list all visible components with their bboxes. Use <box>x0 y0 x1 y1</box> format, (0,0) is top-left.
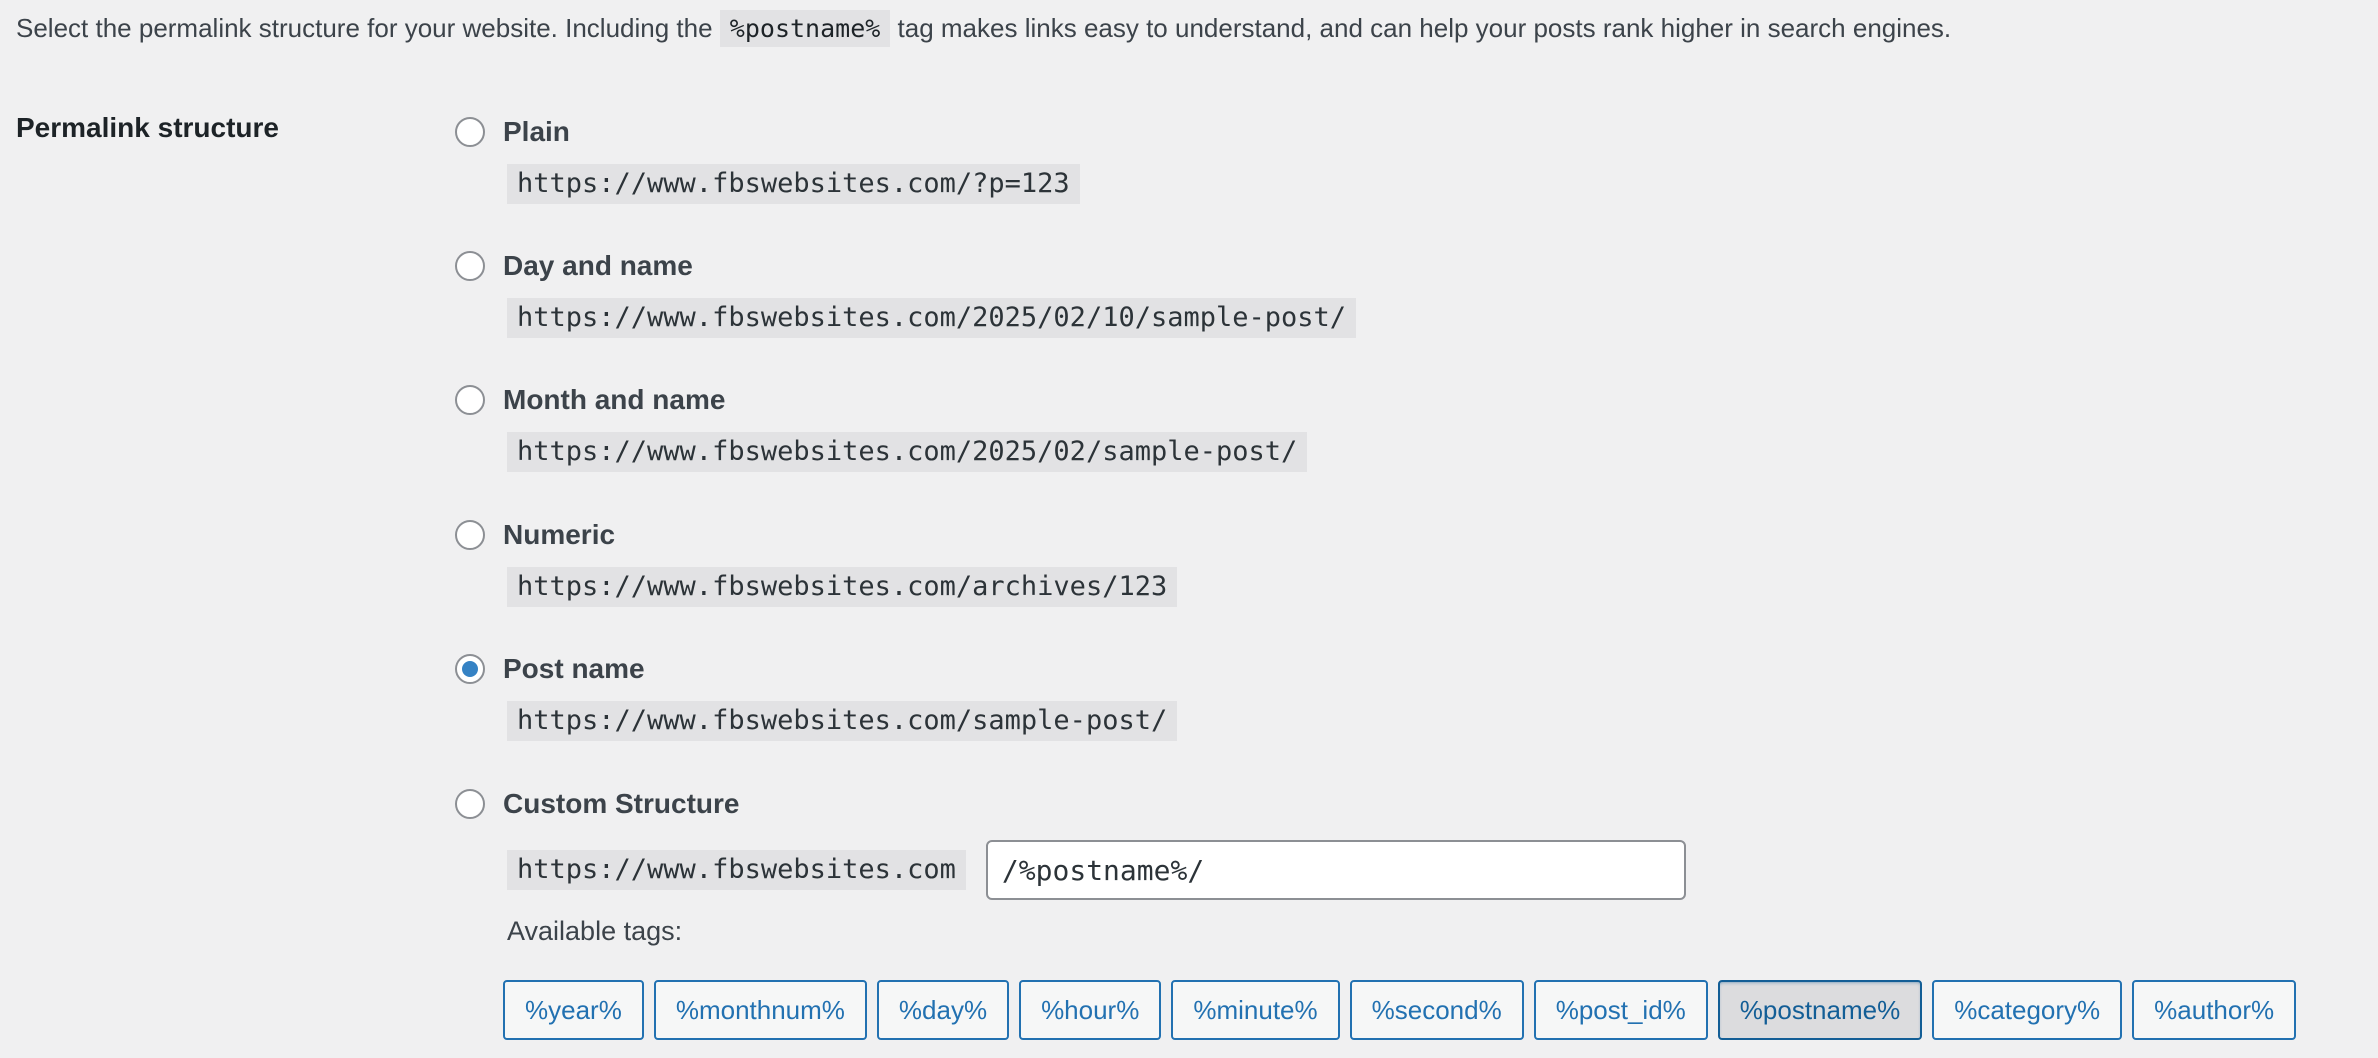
example-url-day-and-name: https://www.fbswebsites.com/2025/02/10/s… <box>507 298 1357 338</box>
option-month-and-name: Month and name https://www.fbswebsites.c… <box>455 380 1308 472</box>
option-day-and-name: Day and name https://www.fbswebsites.com… <box>455 246 1357 338</box>
tag-button-post-id[interactable]: %post_id% <box>1533 980 1708 1040</box>
custom-base-url: https://www.fbswebsites.com <box>507 850 966 890</box>
option-day-and-name-row[interactable]: Day and name <box>455 246 1356 286</box>
tag-button-category[interactable]: %category% <box>1932 980 2123 1040</box>
available-tags-label: Available tags: <box>507 916 683 946</box>
radio-post-name[interactable] <box>455 654 485 684</box>
option-month-and-name-row[interactable]: Month and name <box>455 380 1307 420</box>
tag-button-author[interactable]: %author% <box>2132 980 2297 1040</box>
option-post-name-row[interactable]: Post name <box>455 649 1177 689</box>
option-custom-structure-row[interactable]: Custom Structure <box>455 784 739 824</box>
tag-button-hour[interactable]: %hour% <box>1019 980 1162 1040</box>
tag-button-postname[interactable]: %postname% <box>1717 980 1923 1040</box>
intro-text: Select the permalink structure for your … <box>16 10 1951 47</box>
option-plain-row[interactable]: Plain <box>455 112 1080 152</box>
option-day-and-name-label: Day and name <box>503 250 693 281</box>
option-custom-structure-label: Custom Structure <box>503 788 740 819</box>
option-plain-label: Plain <box>503 116 570 147</box>
radio-day-and-name[interactable] <box>455 251 485 281</box>
intro-tag-code: %postname% <box>719 10 891 47</box>
custom-structure-input[interactable] <box>985 840 1686 900</box>
tag-button-monthnum[interactable]: %monthnum% <box>653 980 867 1040</box>
tag-button-year[interactable]: %year% <box>503 980 644 1040</box>
option-plain: Plain https://www.fbswebsites.com/?p=123 <box>455 112 1080 204</box>
option-numeric: Numeric https://www.fbswebsites.com/arch… <box>455 515 1178 607</box>
radio-month-and-name[interactable] <box>455 385 485 415</box>
permalink-structure-label: Permalink structure <box>16 112 279 143</box>
option-month-and-name-label: Month and name <box>503 384 726 415</box>
tag-button-second[interactable]: %second% <box>1349 980 1524 1040</box>
radio-plain[interactable] <box>455 117 485 147</box>
option-post-name-label: Post name <box>503 653 645 684</box>
option-numeric-label: Numeric <box>503 519 616 550</box>
option-numeric-row[interactable]: Numeric <box>455 515 1177 555</box>
custom-structure-row: https://www.fbswebsites.com <box>507 840 1686 900</box>
example-url-numeric: https://www.fbswebsites.com/archives/123 <box>507 567 1178 607</box>
radio-numeric[interactable] <box>455 520 485 550</box>
radio-custom-structure[interactable] <box>455 789 485 819</box>
option-custom-structure: Custom Structure <box>455 784 739 824</box>
tag-button-day[interactable]: %day% <box>876 980 1010 1040</box>
intro-text-after: tag makes links easy to understand, and … <box>890 13 1952 43</box>
option-post-name: Post name https://www.fbswebsites.com/sa… <box>455 649 1178 741</box>
example-url-plain: https://www.fbswebsites.com/?p=123 <box>507 164 1080 204</box>
tag-button-minute[interactable]: %minute% <box>1171 980 1340 1040</box>
available-tags-list: %year% %monthnum% %day% %hour% %minute% … <box>503 980 2297 1040</box>
example-url-month-and-name: https://www.fbswebsites.com/2025/02/samp… <box>507 432 1308 472</box>
example-url-post-name: https://www.fbswebsites.com/sample-post/ <box>507 701 1178 741</box>
intro-text-before: Select the permalink structure for your … <box>16 13 720 43</box>
